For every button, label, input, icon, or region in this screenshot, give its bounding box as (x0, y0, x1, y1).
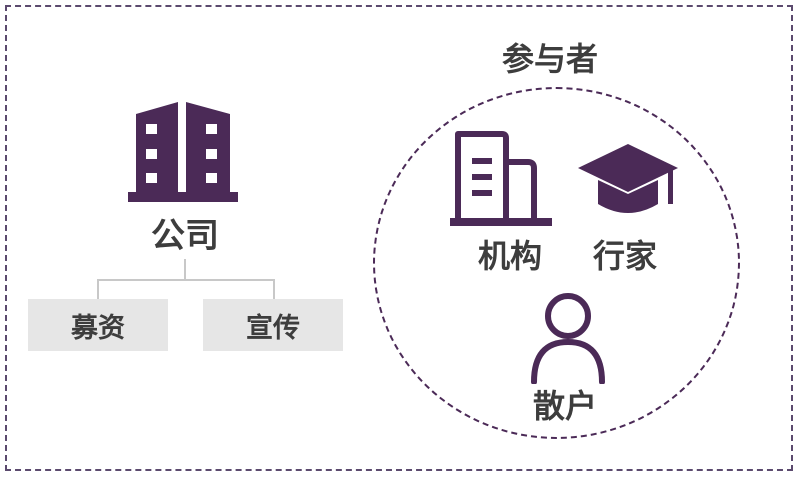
tree-connector-left (97, 279, 99, 299)
tree-connector-vertical (184, 259, 186, 280)
tree-connector-right (273, 279, 275, 299)
graduation-cap-icon (578, 144, 678, 213)
tree-connector-horizontal (97, 279, 275, 281)
retail-investor-label: 散户 (532, 387, 597, 425)
promotion-box: 宣传 (203, 299, 343, 351)
diagram-frame (5, 5, 793, 471)
person-icon (531, 293, 605, 384)
expert-label: 行家 (592, 237, 657, 275)
participants-title: 参与者 (501, 40, 598, 78)
fundraising-box: 募资 (28, 299, 168, 351)
building-icon (128, 102, 238, 202)
company-label: 公司 (151, 216, 219, 256)
institution-label: 机构 (477, 237, 542, 275)
participants-circle (373, 87, 740, 439)
office-building-icon (450, 131, 552, 226)
